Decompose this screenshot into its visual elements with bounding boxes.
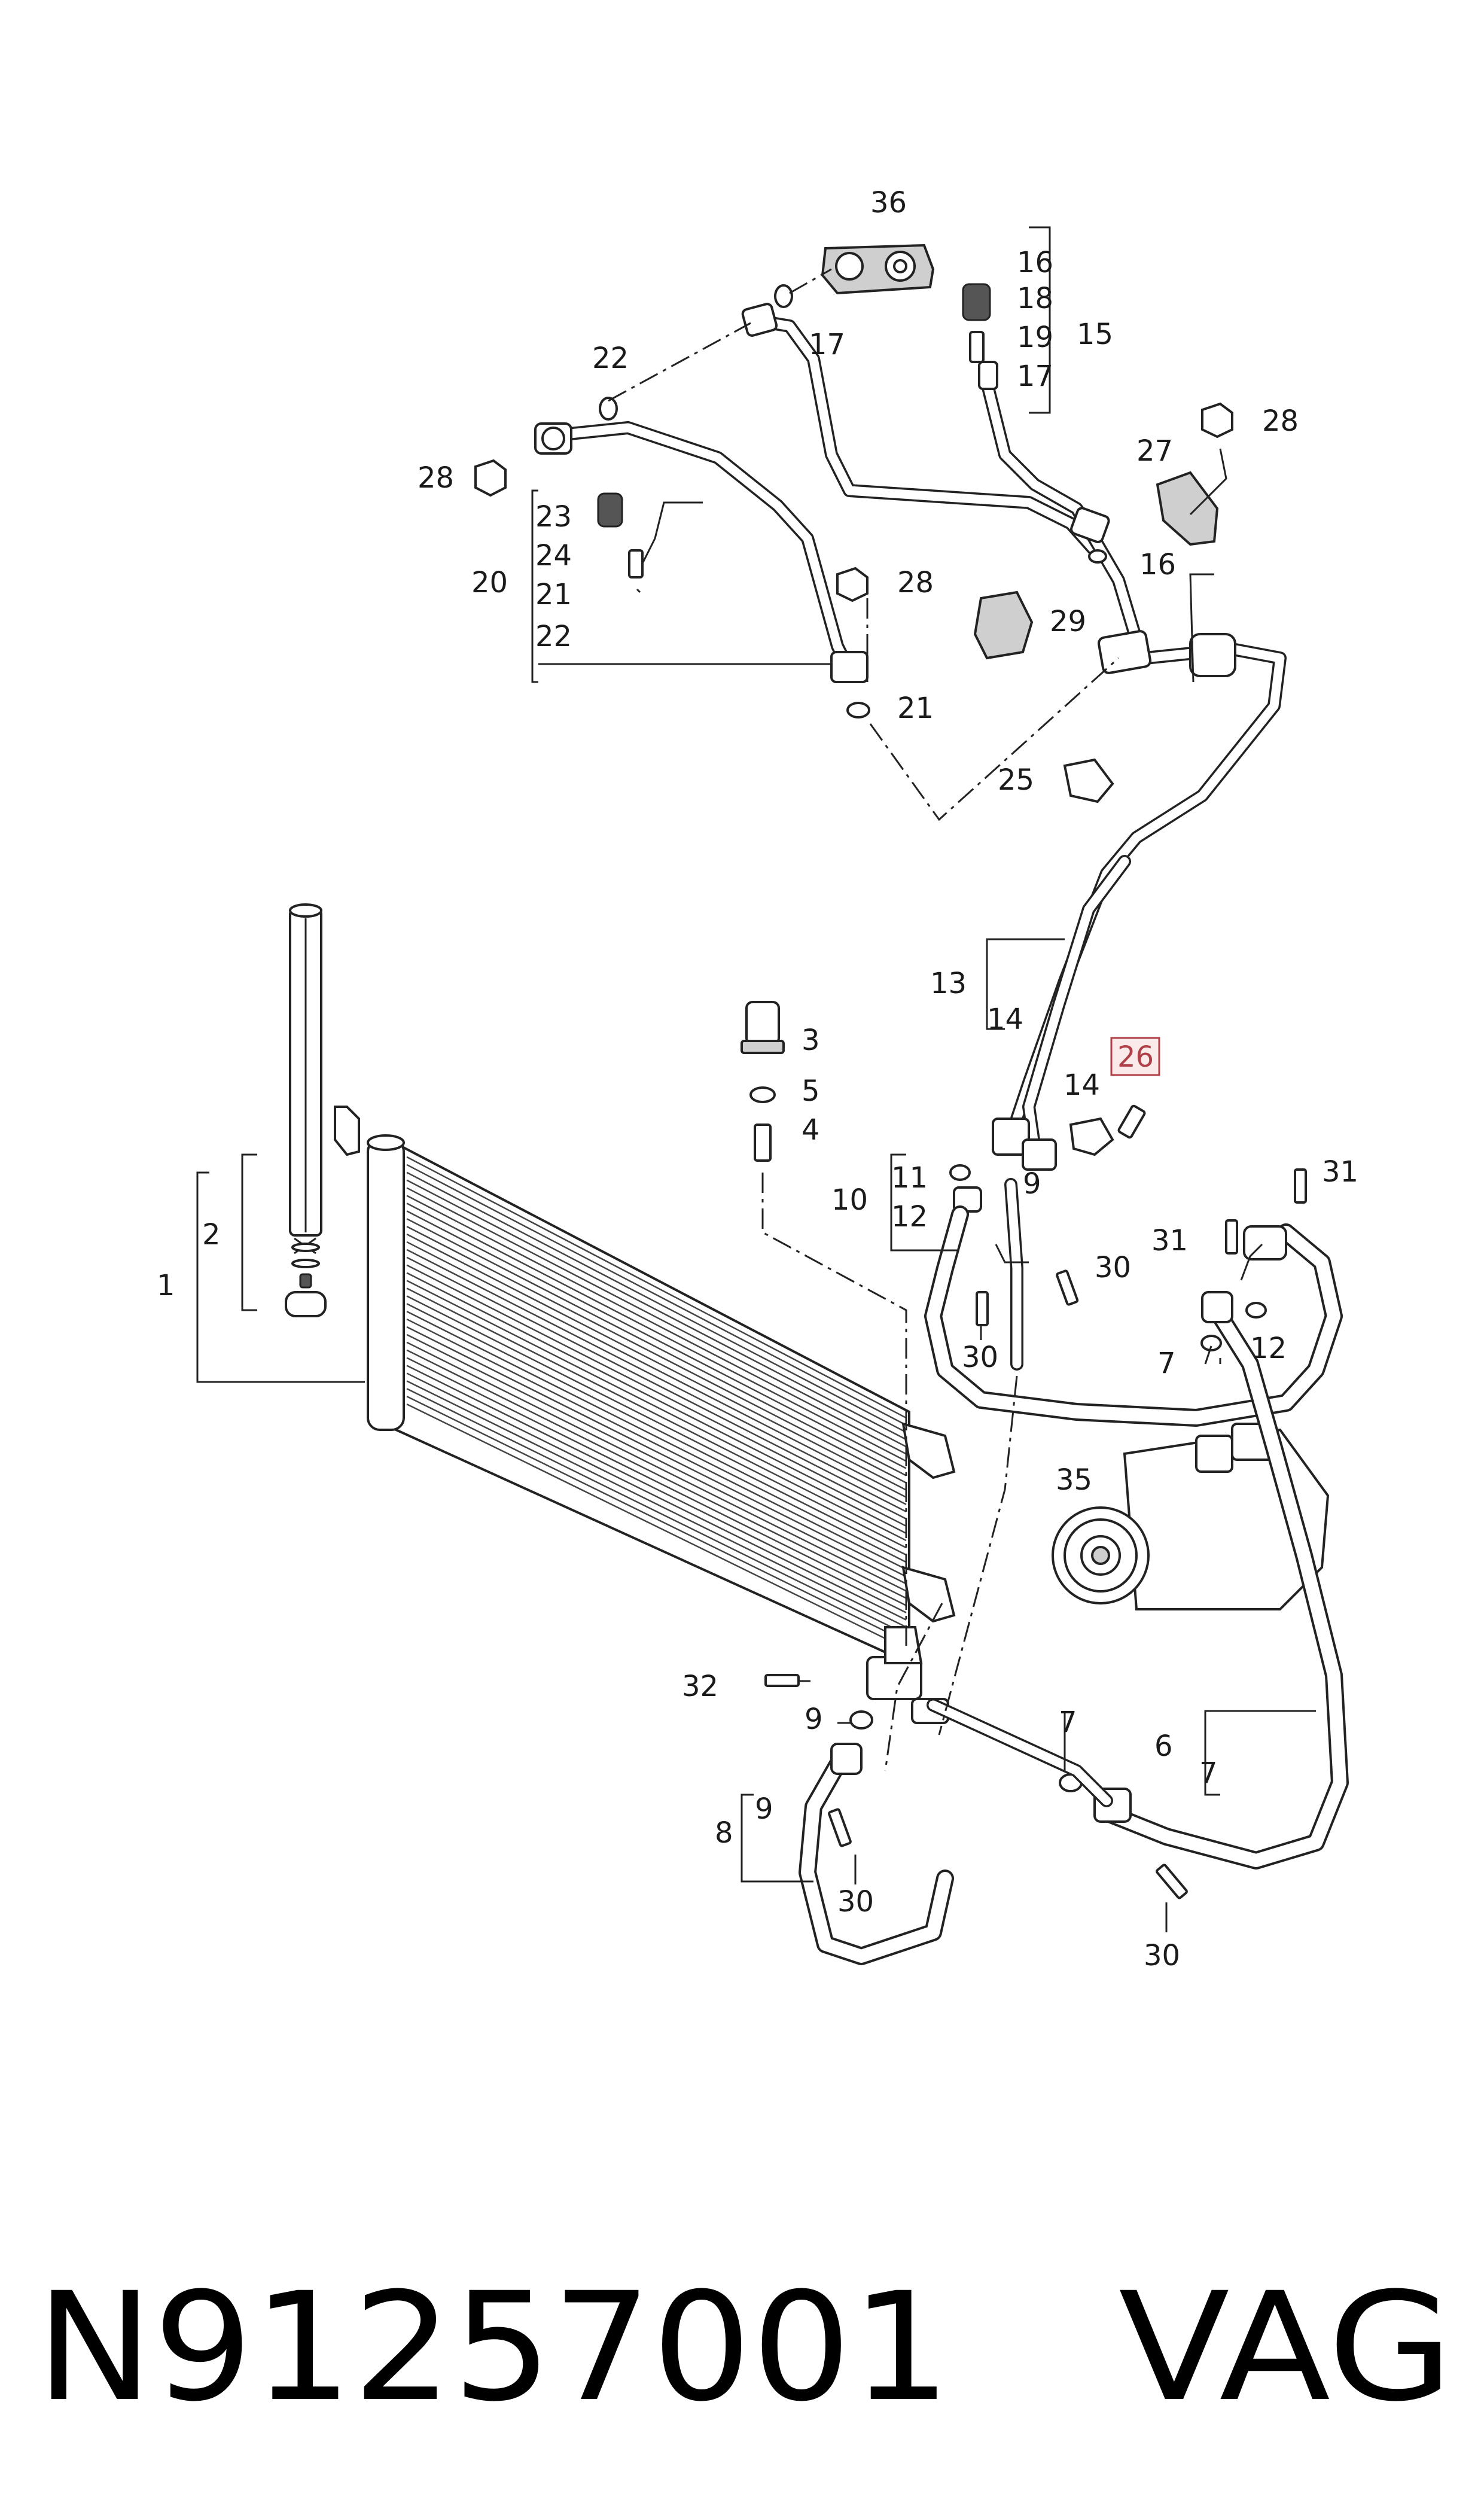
label-7c: 7 — [1199, 1756, 1218, 1790]
label-12b: 12 — [1250, 1332, 1287, 1365]
label-36: 36 — [870, 186, 907, 220]
label-20: 20 — [471, 566, 508, 599]
expansion-valve — [821, 243, 935, 295]
label-14: 14 — [987, 1003, 1023, 1036]
label-17b: 17 — [1017, 360, 1053, 393]
receiver-drier — [285, 903, 327, 1317]
part-number: N91257001 — [36, 2260, 951, 2434]
condenser-fin — [406, 1187, 907, 1448]
label-21: 21 — [535, 578, 572, 611]
condenser-fin — [406, 1318, 907, 1570]
condenser-fin — [406, 1396, 907, 1643]
label-17: 17 — [809, 328, 845, 361]
label-30c: 30 — [837, 1885, 874, 1919]
condenser-fin — [406, 1164, 907, 1426]
label-32: 32 — [682, 1670, 718, 1703]
condenser-fins — [406, 1156, 907, 1650]
condenser-fin — [406, 1341, 907, 1592]
label-13: 13 — [930, 967, 967, 1000]
label-23: 23 — [535, 500, 572, 534]
high-pressure-line — [992, 630, 1287, 1171]
label-31: 31 — [1322, 1155, 1358, 1189]
condenser-fin — [406, 1388, 907, 1635]
group-brackets — [196, 226, 1316, 1883]
leader-lines — [608, 268, 1263, 1932]
label-6: 6 — [1154, 1730, 1173, 1763]
label-9b: 9 — [805, 1703, 823, 1736]
condenser-fin — [406, 1365, 907, 1613]
condenser-fin — [406, 1249, 907, 1505]
label-31b: 31 — [1151, 1224, 1188, 1258]
highlighted-part-26[interactable]: 26 — [1110, 1037, 1160, 1076]
label-7: 7 — [1157, 1347, 1176, 1380]
condenser-fin — [406, 1233, 907, 1491]
condenser-fin — [406, 1380, 907, 1628]
label-1: 1 — [157, 1269, 175, 1302]
condenser-fin — [406, 1156, 907, 1419]
label-30: 30 — [1095, 1251, 1131, 1284]
condenser-fin — [406, 1287, 907, 1542]
label-10: 10 — [831, 1183, 868, 1217]
label-11: 11 — [891, 1161, 928, 1195]
condenser-fin — [406, 1272, 907, 1527]
label-21b: 21 — [897, 692, 934, 725]
label-15: 15 — [1077, 318, 1113, 351]
label-22b: 22 — [535, 620, 572, 653]
upper-pipes — [534, 303, 1143, 683]
label-9c: 9 — [755, 1792, 773, 1826]
condenser-fin — [406, 1241, 907, 1498]
condenser-fin — [406, 1202, 907, 1462]
part-labels: 36 17 22 28 16 18 19 17 15 28 27 16 23 2… — [157, 186, 1358, 1972]
label-5: 5 — [802, 1074, 820, 1108]
condenser-fin — [406, 1303, 907, 1556]
condenser — [334, 1106, 956, 1724]
label-25: 25 — [998, 763, 1034, 797]
condenser-fin — [406, 1195, 907, 1455]
label-28: 28 — [418, 461, 454, 495]
label-9: 9 — [1023, 1167, 1041, 1201]
small-parts — [474, 283, 1307, 1899]
brand-name: VAG — [1119, 2260, 1453, 2434]
condenser-fin — [406, 1226, 907, 1484]
label-28c: 28 — [897, 566, 934, 599]
condenser-fin — [406, 1349, 907, 1599]
label-8: 8 — [715, 1816, 733, 1850]
condenser-fin — [406, 1171, 907, 1433]
label-30d: 30 — [1144, 1939, 1180, 1972]
label-16: 16 — [1017, 246, 1053, 279]
label-14b: 14 — [1064, 1068, 1100, 1102]
label-18: 18 — [1017, 282, 1053, 315]
label-12: 12 — [891, 1200, 928, 1234]
label-29: 29 — [1050, 605, 1086, 638]
condenser-fin — [406, 1311, 907, 1563]
condenser-fin — [406, 1326, 907, 1578]
label-7b: 7 — [1059, 1706, 1077, 1739]
condenser-fin — [406, 1372, 907, 1621]
condenser-fin — [406, 1357, 907, 1606]
label-2: 2 — [202, 1218, 221, 1252]
hoses — [799, 1178, 1349, 1965]
label-3: 3 — [802, 1024, 820, 1057]
label-19: 19 — [1017, 321, 1053, 354]
label-35: 35 — [1056, 1463, 1092, 1497]
label-28b: 28 — [1262, 404, 1299, 438]
condenser-fin — [406, 1256, 907, 1512]
label-30b: 30 — [962, 1341, 998, 1374]
condenser-fin — [406, 1179, 907, 1441]
condenser-fin — [406, 1295, 907, 1549]
label-26: 26 — [1117, 1040, 1154, 1074]
label-4: 4 — [802, 1113, 820, 1147]
condenser-fin — [406, 1333, 907, 1585]
label-16b: 16 — [1139, 548, 1176, 581]
label-24: 24 — [535, 539, 572, 573]
condenser-fin — [406, 1280, 907, 1534]
condenser-fin — [406, 1264, 907, 1520]
condenser-fin — [406, 1403, 907, 1650]
condenser-fin — [406, 1210, 907, 1469]
condenser-fin — [406, 1218, 907, 1476]
label-27: 27 — [1136, 434, 1173, 468]
label-22: 22 — [592, 342, 629, 375]
